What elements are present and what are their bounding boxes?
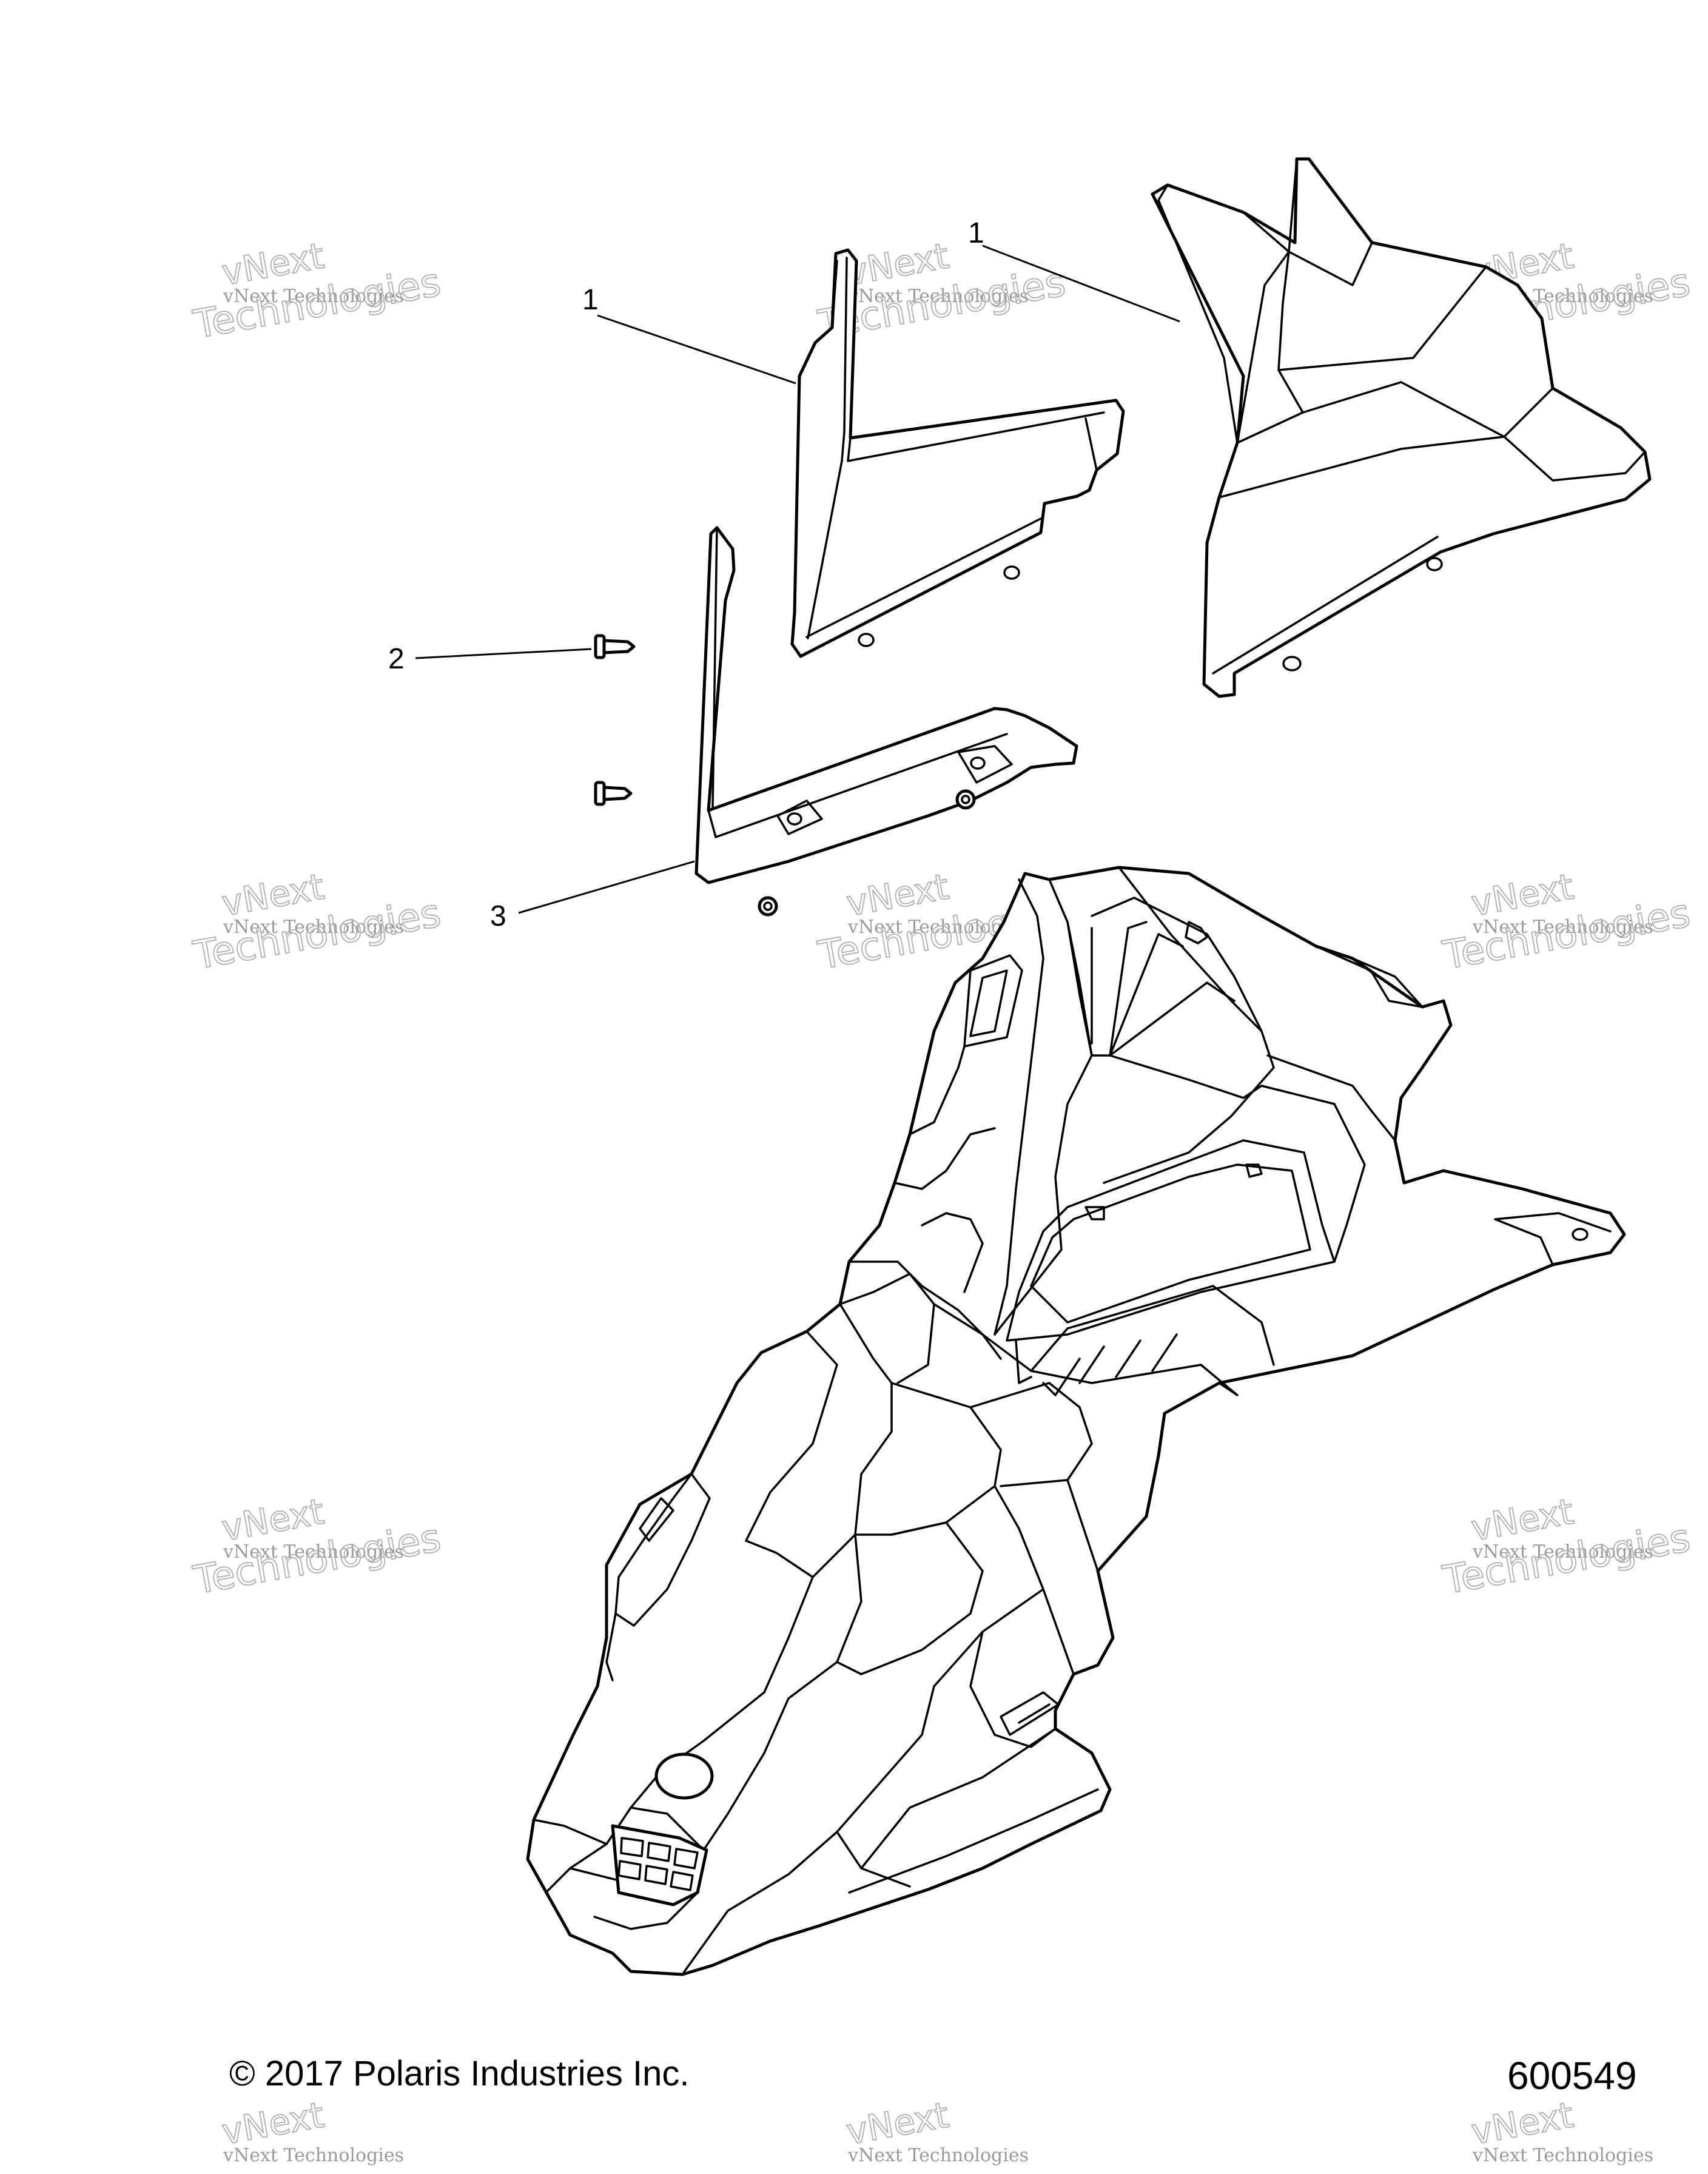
watermark-top: vNext: [219, 2094, 328, 2152]
watermark-small: vNext Technologies: [847, 2145, 1029, 2166]
leader-line-1b: [982, 244, 1180, 323]
watermark: vNext vNext Technologies Technologies: [189, 234, 445, 348]
hood-assembly: [526, 866, 1626, 1976]
watermark: vNext vNext Technologies Technologies: [1439, 1490, 1694, 1604]
watermark: vNext vNext Technologies Technologies: [189, 1490, 445, 1604]
callout-1-right: 1: [968, 217, 984, 249]
nut: [758, 896, 778, 917]
figure-number: 600549: [1507, 2054, 1637, 2098]
part-3-bracket: [694, 526, 1078, 884]
leader-line-2: [415, 648, 592, 659]
callouts: 1 1 2 3: [388, 217, 984, 932]
leader-line-1a: [597, 314, 796, 385]
watermark: vNext vNext Technologies Technologies: [814, 234, 1069, 348]
watermark: vNext vNext Technologies Technologies: [1439, 865, 1694, 979]
callout-3: 3: [490, 900, 506, 932]
rivet-lower: [594, 781, 633, 806]
watermark-small: vNext Technologies: [1472, 2145, 1653, 2166]
rivet-upper: [594, 634, 636, 659]
part-1-right-windshield: [1151, 157, 1652, 698]
watermark: vNext vNext Technologies: [1468, 2093, 1653, 2166]
leader-line-3: [518, 860, 695, 914]
callout-1-left: 1: [582, 284, 599, 316]
leader-lines: [415, 244, 1180, 914]
watermark-top: vNext: [844, 2094, 952, 2152]
nuts: [758, 789, 976, 917]
watermark-small: vNext Technologies: [223, 1541, 404, 1563]
watermark-top: vNext: [1468, 2094, 1577, 2152]
watermark-small: vNext Technologies: [847, 286, 1029, 307]
watermark-small: vNext Technologies: [223, 286, 404, 307]
watermark-small: vNext Technologies: [223, 917, 404, 938]
part-2-rivets: [594, 634, 636, 806]
watermark-small: vNext Technologies: [223, 2145, 404, 2166]
part-1-left-deflector: [790, 248, 1125, 658]
watermark-small: vNext Technologies: [1472, 1541, 1653, 1563]
watermark-small: vNext Technologies: [1472, 917, 1653, 938]
watermark: vNext vNext Technologies: [843, 2093, 1029, 2166]
callout-2: 2: [388, 643, 405, 675]
watermark: vNext vNext Technologies: [218, 2093, 404, 2166]
nut: [955, 789, 976, 810]
copyright-text: © 2017 Polaris Industries Inc.: [229, 2054, 690, 2093]
watermark: vNext vNext Technologies Technologies: [189, 865, 445, 979]
